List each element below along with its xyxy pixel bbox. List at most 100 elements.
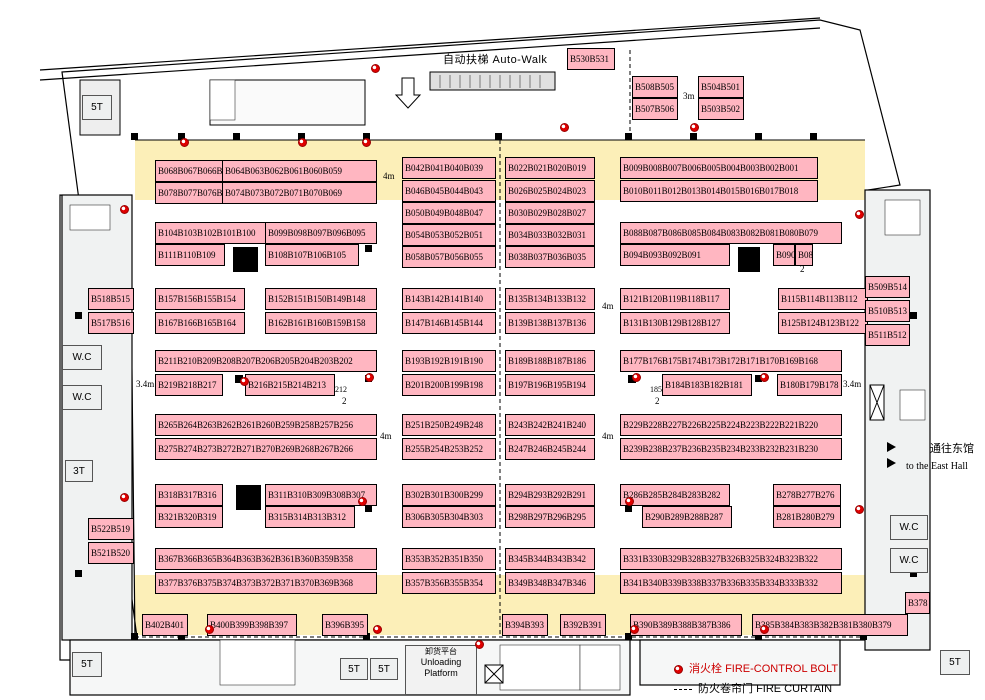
- exhibition-booth: B143B142B141B140: [402, 288, 496, 310]
- east-arrows: [887, 442, 896, 468]
- exhibition-booth: B094B093B092B091: [620, 244, 730, 266]
- exhibition-booth: B108B107B106B105: [265, 244, 359, 266]
- exhibition-booth: B088B087B086B085B084B083B082B081B080B079: [620, 222, 842, 244]
- legend-curtain: 防火卷帘门 FIRE CURTAIN: [674, 680, 832, 696]
- elevator: 5T: [370, 658, 398, 680]
- exhibition-booth: B022B021B020B019: [505, 157, 595, 179]
- exhibition-booth: B286B285B284B283B282: [620, 484, 730, 506]
- exhibition-booth: B503B502: [698, 98, 744, 120]
- exhibition-booth: B197B196B195B194: [505, 374, 595, 396]
- exhibition-booth: B189B188B187B186: [505, 350, 595, 372]
- fire-control-bolt-icon: [358, 497, 367, 506]
- exhibition-booth: B243B242B241B240: [505, 414, 595, 436]
- exhibition-booth: B125B124B123B122: [778, 312, 868, 334]
- dock-label-cn: 卸货平台: [425, 647, 457, 656]
- fire-control-bolt-icon: [760, 625, 769, 634]
- top-annex: [79, 71, 865, 141]
- fire-control-bolt-icon: [760, 373, 769, 382]
- exhibition-booth: B518B515: [88, 288, 134, 310]
- exhibition-booth: B306B305B304B303: [402, 506, 496, 528]
- exhibition-booth: B385B384B383B382B381B380B379: [752, 614, 908, 636]
- exhibition-booth: B247B246B245B244: [505, 438, 595, 460]
- exhibition-booth: B281B280B279: [773, 506, 841, 528]
- fire-control-bolt-icon: [120, 205, 129, 214]
- fire-control-bolt-icon: [373, 625, 382, 634]
- exhibition-booth: B180B179B178: [777, 374, 842, 396]
- exhibition-booth: B054B053B052B051: [402, 224, 496, 246]
- exhibition-booth: B251B250B249B248: [402, 414, 496, 436]
- dock-label-en-1: Unloading: [420, 657, 462, 667]
- aisle-width: 2: [800, 264, 805, 274]
- stairs: [69, 79, 926, 691]
- legend-curtain-en: FIRE CURTAIN: [756, 683, 833, 695]
- legend-hydrant: 消火栓 FIRE-CONTROL BOLT: [674, 660, 838, 676]
- elevator: 5T: [940, 650, 970, 675]
- exhibition-booth: B367B366B365B364B363B362B361B360B359B358: [155, 548, 377, 570]
- exhibition-booth: B030B029B028B027: [505, 202, 595, 224]
- aisle-width: 3.4m: [136, 379, 155, 389]
- exhibition-booth: B089: [795, 244, 813, 266]
- exhibition-booth: B522B519: [88, 518, 134, 540]
- fire-control-bolt-icon: [855, 210, 864, 219]
- exhibition-booth: B147B146B145B144: [402, 312, 496, 334]
- exhibition-booth: B392B391: [560, 614, 606, 636]
- exhibition-booth: B074B073B072B071B070B069: [222, 182, 377, 204]
- exhibition-booth: B177B176B175B174B173B172B171B170B169B168: [620, 350, 842, 372]
- aisle-width: 4m: [602, 431, 614, 441]
- legend-curtain-cn: 防火卷帘门: [698, 683, 753, 695]
- exhibition-booth: B345B344B343B342: [505, 548, 595, 570]
- elevator: 5T: [82, 95, 112, 120]
- exhibition-booth: B298B297B296B295: [505, 506, 595, 528]
- legend-hydrant-cn: 消火栓: [689, 663, 722, 675]
- exhibition-booth: B111B110B109: [155, 244, 225, 266]
- aisle-width: 4m: [380, 431, 392, 441]
- exhibition-booth: B402B401: [142, 614, 188, 636]
- exhibition-booth: B517B516: [88, 312, 134, 334]
- exhibition-booth: B504B501: [698, 76, 744, 98]
- aisle-width: 4m: [383, 171, 395, 181]
- exhibition-booth: B341B340B339B338B337B336B335B334B333B332: [620, 572, 842, 594]
- booth-sub-label: 212: [335, 385, 347, 394]
- exhibition-booth: B152B151B150B149B148: [265, 288, 377, 310]
- exhibition-booth: B009B008B007B006B005B004B003B002B001: [620, 157, 818, 179]
- exhibition-booth: B135B134B133B132: [505, 288, 595, 310]
- exhibition-booth: B390B389B388B387B386: [630, 614, 742, 636]
- exhibition-booth: B378: [905, 592, 930, 614]
- exhibition-booth: B275B274B273B272B271B270B269B268B267B266: [155, 438, 377, 460]
- fire-control-bolt-icon: [690, 123, 699, 132]
- exhibition-booth: B090: [773, 244, 795, 266]
- fire-control-bolt-icon: [475, 640, 484, 649]
- escalator: [439, 75, 541, 88]
- fire-control-bolt-icon: [855, 505, 864, 514]
- exhibition-booth: B509B514: [865, 276, 910, 298]
- fire-control-bolt-icon: [240, 377, 249, 386]
- fire-control-bolt-icon: [298, 138, 307, 147]
- restroom: W.C: [62, 345, 102, 370]
- fire-control-bolt-icon: [205, 625, 214, 634]
- exhibition-booth: B511B512: [865, 324, 910, 346]
- elevator: 3T: [65, 460, 93, 482]
- exhibition-booth: B507B506: [632, 98, 678, 120]
- exhibition-booth: B278B277B276: [773, 484, 841, 506]
- fire-control-bolt-icon: [362, 138, 371, 147]
- exhibition-booth: B184B183B182B181: [662, 374, 752, 396]
- exhibition-booth: B377B376B375B374B373B372B371B370B369B368: [155, 572, 377, 594]
- exhibition-booth: B219B218B217: [155, 374, 223, 396]
- fire-control-bolt-icon: [120, 493, 129, 502]
- service-box: [484, 384, 885, 684]
- fire-control-bolt-icon: [180, 138, 189, 147]
- exhibition-booth: B353B352B351B350: [402, 548, 496, 570]
- exhibition-booth: B099B098B097B096B095: [265, 222, 377, 244]
- elevator: 5T: [72, 652, 102, 677]
- dashed-line-icon: [674, 688, 692, 690]
- exhibition-booth: B521B520: [88, 542, 134, 564]
- exhibition-booth: B318B317B316: [155, 484, 223, 506]
- exhibition-booth: B064B063B062B061B060B059: [222, 160, 377, 182]
- fire-control-bolt-icon: [560, 123, 569, 132]
- exhibition-booth: B294B293B292B291: [505, 484, 595, 506]
- exhibition-booth: B331B330B329B328B327B326B325B324B323B322: [620, 548, 842, 570]
- exhibition-booth: B121B120B119B118B117: [620, 288, 730, 310]
- exhibition-booth: B162B161B160B159B158: [265, 312, 377, 334]
- exhibition-booth: B050B049B048B047: [402, 202, 496, 224]
- exhibition-booth: B311B310B309B308B307: [265, 484, 377, 506]
